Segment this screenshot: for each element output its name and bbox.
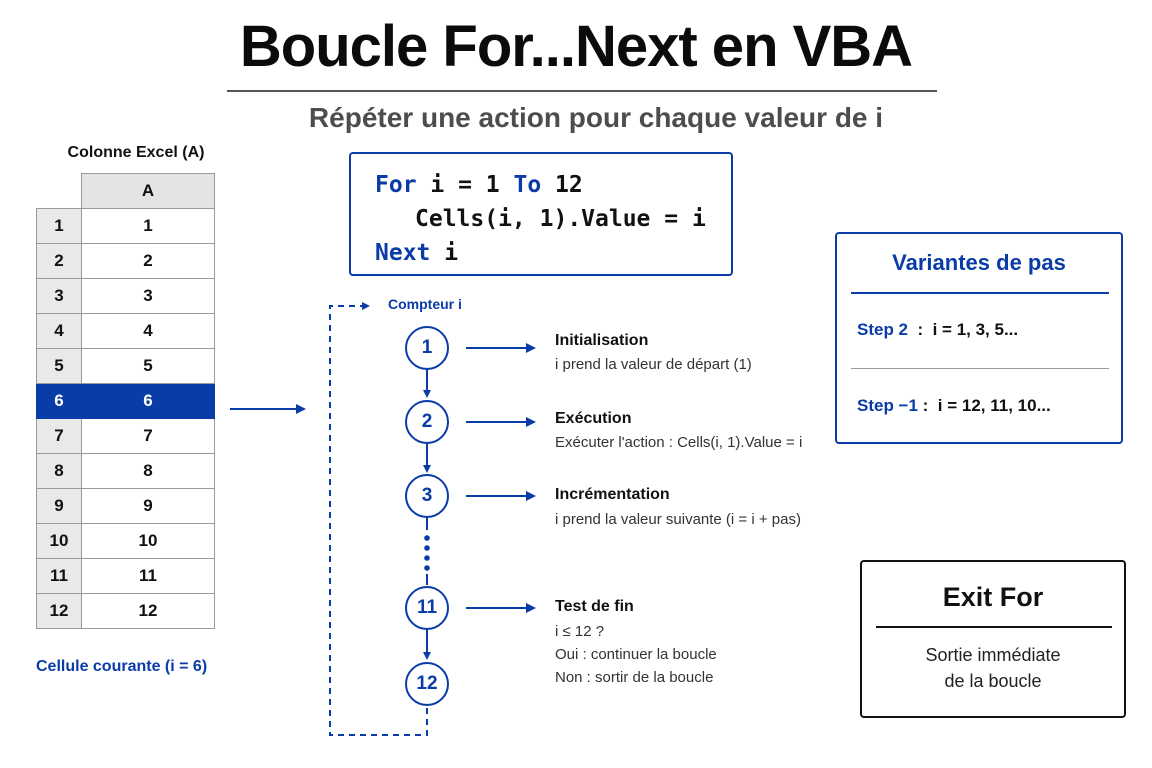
excel-cell-active[interactable]: 6: [81, 383, 215, 419]
excel-row-number[interactable]: 1: [36, 208, 82, 244]
counter-node: 12: [405, 662, 449, 706]
code-line-for: For i = 1 To 12: [375, 172, 583, 198]
excel-cell[interactable]: 1: [81, 208, 215, 244]
code-keyword-to: To: [513, 172, 542, 198]
variant-separator: :: [908, 320, 933, 339]
step-title-execution: Exécution: [555, 410, 632, 427]
variant-row: Step 2 : i = 1, 3, 5...: [857, 320, 1018, 340]
code-text: i: [430, 240, 459, 266]
excel-cell[interactable]: 12: [81, 593, 215, 629]
counter-node: 3: [405, 474, 449, 518]
code-text: i = 1: [416, 172, 514, 198]
variants-title-divider: [851, 292, 1109, 294]
excel-row-number[interactable]: 7: [36, 418, 82, 454]
excel-row-number[interactable]: 4: [36, 313, 82, 349]
excel-cell[interactable]: 3: [81, 278, 215, 314]
current-cell-label: Cellule courante (i = 6): [36, 658, 208, 675]
excel-caption: Colonne Excel (A): [67, 144, 205, 161]
variants-divider: [851, 368, 1109, 369]
excel-cell[interactable]: 9: [81, 488, 215, 524]
exit-for-description: Sortie immédiate de la boucle: [862, 642, 1124, 694]
counter-node: 11: [405, 586, 449, 630]
ellipsis-dot: [424, 565, 430, 571]
step-description: Non : sortir de la boucle: [555, 669, 714, 686]
excel-row-number[interactable]: 3: [36, 278, 82, 314]
step-title-test: Test de fin: [555, 598, 634, 615]
excel-column-header[interactable]: A: [81, 173, 215, 209]
excel-cell[interactable]: 8: [81, 453, 215, 489]
excel-row-number[interactable]: 5: [36, 348, 82, 384]
ellipsis-dot: [424, 555, 430, 561]
step-description: Oui : continuer la boucle: [555, 646, 717, 663]
code-keyword-next: Next: [375, 240, 431, 266]
ellipsis-dot: [424, 545, 430, 551]
excel-cell[interactable]: 5: [81, 348, 215, 384]
variant-step: Step 2: [857, 320, 909, 339]
excel-row-number[interactable]: 10: [36, 523, 82, 559]
code-text: 12: [541, 172, 583, 198]
loop-back-arrow: [329, 302, 428, 736]
variants-panel: Variantes de pas Step 2 : i = 1, 3, 5...…: [835, 232, 1123, 444]
excel-cell[interactable]: 10: [81, 523, 215, 559]
exit-for-title: Exit For: [942, 582, 1044, 612]
excel-row-number[interactable]: 8: [36, 453, 82, 489]
exit-for-divider: [876, 626, 1112, 628]
exit-desc-line: Sortie immédiate: [925, 645, 1061, 665]
step-description: i prend la valeur suivante (i = i + pas): [555, 511, 801, 528]
step-description: Exécuter l'action : Cells(i, 1).Value = …: [555, 434, 803, 451]
excel-header-row: A: [37, 173, 215, 209]
exit-desc-line: de la boucle: [944, 671, 1042, 691]
excel-cell[interactable]: 2: [81, 243, 215, 279]
page-title: Boucle For...Next en VBA: [239, 14, 913, 79]
step-description: i ≤ 12 ?: [555, 623, 605, 640]
excel-row-number[interactable]: 6: [36, 383, 82, 419]
code-line-next: Next i: [375, 240, 458, 266]
counter-node: 2: [405, 400, 449, 444]
variant-step: Step −1: [857, 396, 918, 415]
step-title-incrementation: Incrémentation: [555, 486, 670, 503]
code-line-body: Cells(i, 1).Value = i: [415, 206, 706, 232]
variant-row: Step −1 : i = 12, 11, 10...: [857, 396, 1051, 416]
ellipsis-dot: [424, 535, 430, 541]
title-divider: [227, 90, 937, 92]
step-description: i prend la valeur de départ (1): [555, 356, 752, 373]
counter-node: 1: [405, 326, 449, 370]
code-keyword-for: For: [375, 172, 417, 198]
excel-row-number[interactable]: 2: [36, 243, 82, 279]
excel-row-number[interactable]: 11: [36, 558, 82, 594]
counter-label: Compteur i: [388, 296, 462, 312]
variants-title: Variantes de pas: [892, 250, 1066, 275]
excel-cell[interactable]: 7: [81, 418, 215, 454]
step-title-initialisation: Initialisation: [555, 332, 649, 349]
excel-row-number[interactable]: 12: [36, 593, 82, 629]
page-subtitle: Répéter une action pour chaque valeur de…: [308, 102, 884, 133]
variant-values: i = 12, 11, 10...: [937, 396, 1051, 415]
exit-for-panel: Exit For Sortie immédiate de la boucle: [860, 560, 1126, 718]
variant-separator: :: [917, 396, 938, 415]
variant-values: i = 1, 3, 5...: [932, 320, 1019, 339]
code-block: For i = 1 To 12 Cells(i, 1).Value = i Ne…: [349, 152, 733, 276]
